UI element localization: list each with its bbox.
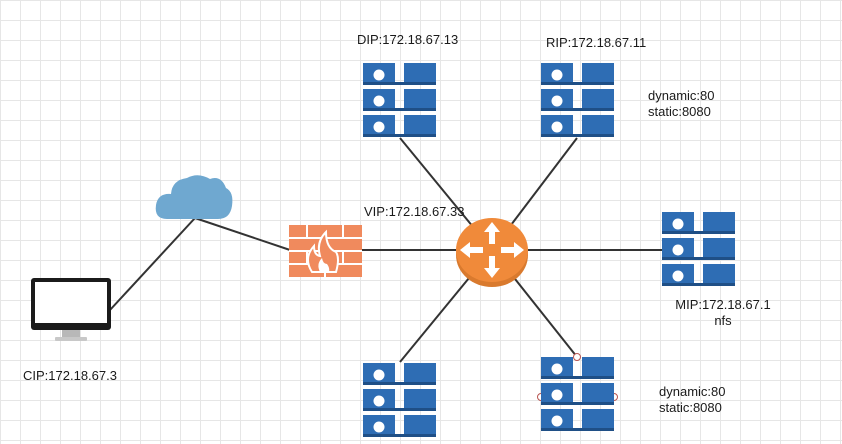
backend2-port-dynamic: dynamic:80 <box>659 384 726 399</box>
mip-label: MIP:172.18.67.1 <box>675 297 771 312</box>
backend2-port-static: static:8080 <box>659 400 722 415</box>
rip-port-dynamic: dynamic:80 <box>648 88 715 103</box>
network-diagram <box>31 137 662 401</box>
server-mip-icon <box>662 212 738 293</box>
router-icon <box>456 218 528 287</box>
link-cloud-firewall <box>194 217 291 251</box>
link-client-cloud <box>109 217 196 311</box>
connections <box>109 137 662 363</box>
server-dip-icon <box>363 63 439 144</box>
rip-label: RIP:172.18.67.11 <box>546 35 647 50</box>
mip-sublabel: nfs <box>714 313 732 328</box>
server-backend1-icon <box>363 363 439 444</box>
cip-label: CIP:172.18.67.3 <box>23 368 117 383</box>
firewall-icon <box>289 225 362 277</box>
vip-label: VIP:172.18.67.33 <box>364 204 465 219</box>
cloud-icon <box>155 175 233 219</box>
server-rip-icon <box>541 63 617 144</box>
client-computer-icon <box>31 278 111 341</box>
rip-port-static: static:8080 <box>648 104 711 119</box>
server-backend2-icon <box>541 357 617 438</box>
dip-label: DIP:172.18.67.13 <box>357 32 459 47</box>
